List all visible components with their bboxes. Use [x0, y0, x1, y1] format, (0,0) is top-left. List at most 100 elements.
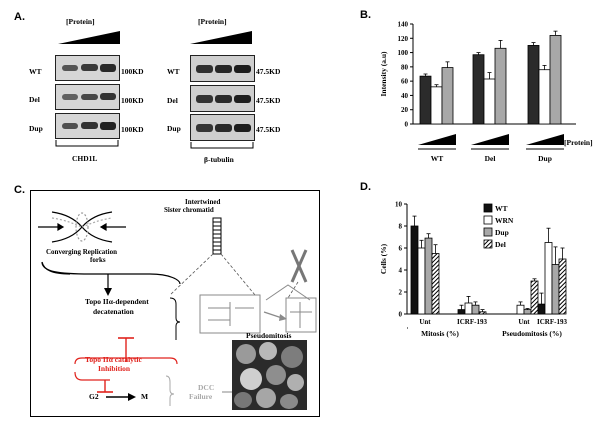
- bar: [544, 242, 553, 315]
- y-tick-label: 4: [399, 267, 403, 275]
- bar: [430, 86, 443, 125]
- row-label-wt-left: WT: [29, 67, 42, 76]
- bar: [527, 45, 540, 125]
- bar: [549, 35, 562, 125]
- bar: [494, 47, 507, 125]
- x-chromosome-graphic: [290, 249, 308, 283]
- y-axis-label: Cells (%): [379, 243, 388, 274]
- legend-swatch: [483, 203, 493, 213]
- y-tick-label: 2: [399, 289, 403, 297]
- zoom-lines: [169, 253, 299, 299]
- label-sister-chromatid: Sister chromatid: [164, 206, 214, 214]
- label-converging-forks: Converging Replication: [46, 248, 117, 256]
- blot-chd1l-dup: [55, 113, 120, 139]
- bracket-tubulin: [190, 142, 254, 149]
- protein-conc-label-left: [Protein]: [66, 17, 95, 26]
- legend-label: Del: [495, 240, 506, 249]
- bar: [431, 253, 440, 315]
- bar: [530, 280, 539, 315]
- panel-d-label: D.: [360, 181, 371, 193]
- y-tick-label: 0: [399, 311, 403, 319]
- bar: [410, 225, 419, 315]
- label-intertwined: Intertwined: [185, 198, 221, 206]
- y-tick-label: 0: [405, 121, 409, 129]
- bar: [478, 311, 487, 315]
- y-tick-label: 140: [398, 21, 409, 29]
- blot-title-tubulin: β-tubulin: [204, 155, 234, 164]
- bar: [441, 67, 454, 125]
- y-tick-label: 20: [401, 106, 409, 114]
- replication-forks-graphic: [38, 211, 126, 243]
- bar: [516, 304, 525, 315]
- label-dcc: DCC: [198, 383, 215, 392]
- category-label: WT: [431, 154, 444, 163]
- bar: [419, 75, 432, 125]
- bar: [551, 264, 560, 315]
- blot-tubulin-del: [190, 85, 255, 112]
- y-tick-label: 60: [401, 78, 409, 86]
- forks-bracket: [41, 261, 181, 285]
- blot-title-chd1l: CHD1L: [72, 154, 98, 163]
- panel-c-label: C.: [14, 184, 25, 196]
- row-label-dup-left: Dup: [29, 124, 43, 133]
- bar: [457, 309, 466, 315]
- protein-axis-label: [Protein]: [564, 138, 593, 147]
- y-axis-label: Intensity (a.u): [379, 51, 388, 97]
- row-label-dup-right: Dup: [167, 124, 181, 133]
- size-marker-chd1l-dup: 100KD: [121, 125, 144, 134]
- subgroup-label: ICRF-193: [457, 318, 487, 326]
- blot-tubulin-wt: [190, 55, 255, 82]
- protein-conc-label-right: [Protein]: [198, 17, 227, 26]
- label-pseudomitosis: Pseudomitosis: [246, 331, 292, 340]
- diagram-frame: [30, 190, 320, 417]
- row-label-wt-right: WT: [167, 67, 180, 76]
- row-label-del-right: Del: [167, 96, 178, 105]
- label-m: M: [141, 392, 149, 401]
- y-tick-label: 6: [399, 245, 403, 253]
- y-tick-label: 80: [401, 63, 409, 71]
- legend-label: WT: [495, 204, 508, 213]
- subgroup-label: Unt: [419, 318, 431, 326]
- size-marker-tubulin-del: 47.5KD: [256, 96, 281, 105]
- legend-swatch: [483, 227, 493, 237]
- chromatid-arrow: [263, 311, 287, 321]
- bar: [523, 309, 532, 315]
- bar: [424, 237, 433, 315]
- chromatid-box-2: [285, 297, 317, 333]
- y-tick-label: 40: [401, 92, 409, 100]
- decatenation-diagram: [38, 211, 317, 406]
- legend-swatch: [483, 239, 493, 249]
- legend-label: WRN: [495, 216, 514, 225]
- sister-chromatid-graphic: [212, 217, 222, 255]
- row-label-del-left: Del: [29, 95, 40, 104]
- label-g2: G2: [89, 392, 99, 401]
- legend-swatch: [483, 215, 493, 225]
- bracket-chd1l: [55, 140, 119, 147]
- size-marker-chd1l-wt: 100KD: [121, 67, 144, 76]
- blot-chd1l-del: [55, 84, 120, 110]
- bar: [464, 302, 473, 315]
- category-label: Dup: [538, 154, 552, 163]
- separated-chromatids-box: [265, 284, 311, 301]
- bar: [472, 54, 485, 125]
- group-label: Pseudomitosis (%): [502, 329, 562, 338]
- chromatid-box-1: [199, 294, 261, 334]
- label-topo-decatenation-1: Topo IIα-dependent: [85, 297, 149, 306]
- concentration-wedge-left: [58, 31, 120, 44]
- subgroup-label: Unt: [518, 318, 530, 326]
- label-inhibition-2: Inhibition: [98, 364, 131, 373]
- legend-label: Dup: [495, 228, 509, 237]
- y-tick-label: 120: [398, 35, 409, 43]
- label-forks: forks: [90, 256, 106, 264]
- label-inhibition-1: Topo IIα catalytic: [85, 355, 142, 364]
- label-topo-decatenation-2: decatenation: [93, 307, 134, 316]
- size-marker-tubulin-dup: 47.5KD: [256, 125, 281, 134]
- subgroup-label: ICRF-193: [537, 318, 567, 326]
- size-marker-tubulin-wt: 47.5KD: [256, 67, 281, 76]
- panel-b-label: B.: [360, 9, 371, 21]
- concentration-wedge-right: [190, 31, 252, 44]
- panel-a-label: A.: [14, 11, 25, 23]
- bar: [538, 69, 551, 125]
